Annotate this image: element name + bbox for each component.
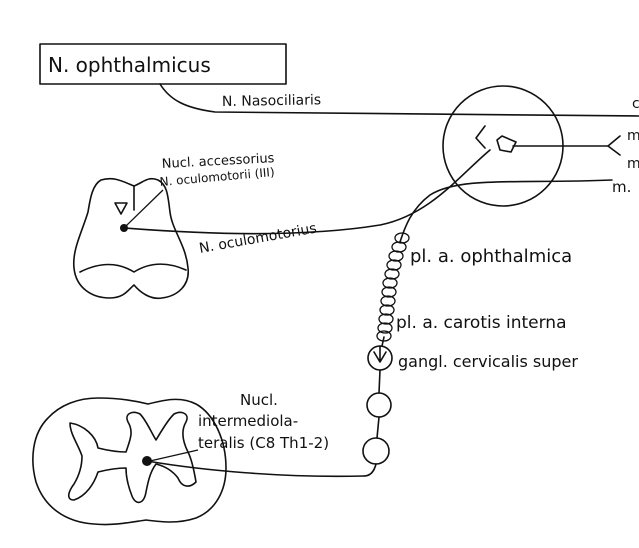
accessorius-pointer	[125, 189, 164, 227]
right-edge-4: m.	[612, 178, 631, 196]
oculomotorius-label: N. oculomotorius	[198, 221, 318, 257]
right-edge-2: m	[627, 128, 639, 144]
nucl-intermedio-line3: teralis (C8 Th1-2)	[198, 434, 329, 452]
plexus-chain	[376, 232, 410, 342]
pl-ophthalmica-label: pl. a. ophthalmica	[410, 246, 572, 267]
nucl-accessorius-line1: Nucl. accessorius	[161, 151, 275, 172]
right-edge-1: c	[632, 96, 639, 112]
midbrain-section	[72, 177, 189, 300]
pl-carotis-label: pl. a. carotis interna	[396, 313, 566, 333]
gangl-cervicalis-label: gangl. cervicalis super	[398, 352, 578, 371]
ciliary-ganglion	[442, 85, 621, 207]
nasociliaris-label: N. Nasociliaris	[222, 92, 321, 110]
nucl-intermedio-line2: intermediola-	[198, 412, 298, 430]
sympathetic-pathway	[362, 179, 613, 477]
nucl-intermedio-line1: Nucl.	[240, 391, 278, 409]
oculomotor-nerve	[123, 149, 491, 235]
intermedio-pointer	[149, 449, 199, 462]
preganglionic-fiber	[146, 460, 365, 478]
box-title: N. ophthalmicus	[48, 53, 211, 77]
nasociliaris-nerve	[159, 83, 639, 117]
right-edge-3: m	[627, 156, 639, 172]
ophthalmicus-box: N. ophthalmicus	[39, 43, 287, 85]
